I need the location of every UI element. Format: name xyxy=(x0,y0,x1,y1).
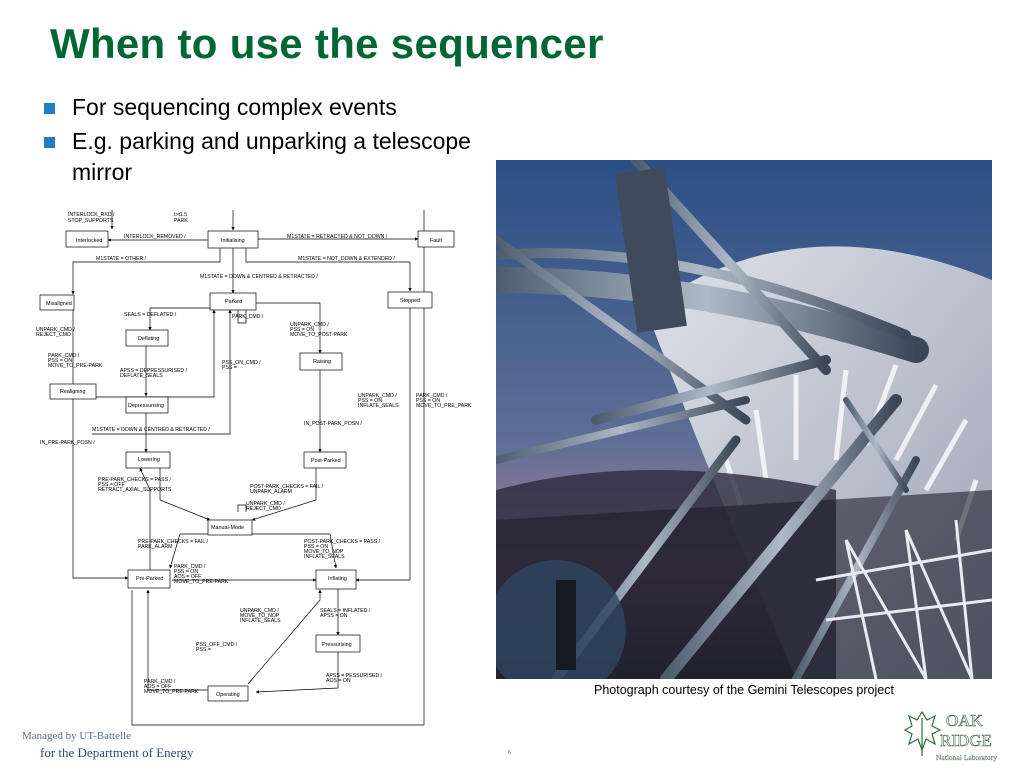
transition-label: PRE-PARK_CHECKS = PASS / xyxy=(98,477,171,483)
transition-label: MOVE_TO_PRE_PARK xyxy=(416,403,472,409)
state-deflating: Deflating xyxy=(138,336,159,342)
footer-managed-by: Managed by UT-Battelle xyxy=(22,730,131,742)
bullet-item: E.g. parking and unparking a telescope m… xyxy=(40,126,480,188)
transition-label: UNPARK_CMD / xyxy=(246,501,285,507)
transition-label: PARK_ALARM xyxy=(138,544,173,550)
state-raising: Raising xyxy=(313,359,331,365)
state-lowering: Lowering xyxy=(138,457,160,463)
state-manual-mode: Manual-Mode xyxy=(211,525,244,531)
transition-label: MOVE_TO_POST-PARK xyxy=(290,332,348,338)
transition-label: INTERLOCK_REMOVED / xyxy=(124,234,186,240)
transition-label: PSS = ON xyxy=(290,327,314,333)
transition-label: PSS = ON xyxy=(174,569,198,575)
transition-label: MOVE_TO_NOP xyxy=(240,613,280,619)
state-depressurising: Depressurising xyxy=(128,403,164,409)
leaf-icon xyxy=(904,710,942,756)
transition-label: IN_POST-PARK_POSN / xyxy=(304,421,362,427)
transition-label: MOVE_TO_PRE-PARK xyxy=(144,689,199,695)
transition-label: UNPARK_CMD / xyxy=(358,393,397,399)
transition-label: AOS = OFF xyxy=(174,574,201,580)
transition-label: PARK_CMD / xyxy=(416,393,448,399)
state-pressurising: Pressurising xyxy=(322,642,352,648)
transition-label: SEALS = INFLATED / xyxy=(320,608,371,614)
telescope-photo xyxy=(496,160,992,679)
square-bullet-icon xyxy=(44,137,55,148)
transition-label: APSS = ON xyxy=(320,613,348,619)
transition-label: PSS = ON xyxy=(48,358,72,364)
transition-label: UNPARK_CMD / xyxy=(240,608,279,614)
transition-label: PARK_CMD / xyxy=(48,353,80,359)
logo-ridge: RIDGE xyxy=(940,731,992,750)
state-parked: Parked xyxy=(225,299,242,305)
transition-label: POST-PARK_CHECKS = PASS / xyxy=(304,539,381,545)
footer-doe: for the Department of Energy xyxy=(40,745,194,760)
transition-label: SEALS = DEFLATED / xyxy=(124,312,177,318)
transition-label: UNPARK_CMD / xyxy=(290,322,329,328)
transition-label: MOVE_TO_NOP xyxy=(304,549,344,555)
transition-label: DEFLATE_SEALS xyxy=(120,373,163,379)
transition-label: INFLATE_SEALS xyxy=(304,554,345,560)
transition-label: MOVE_TO_PRE-PARK xyxy=(174,579,229,585)
bullet-item: For sequencing complex events xyxy=(40,92,480,123)
transition-label: PSS = ON xyxy=(358,398,382,404)
transition-label: M1STATE = NOT_DOWN & EXTENDED / xyxy=(298,256,395,262)
transition-label: PSS_OFF_CMD / xyxy=(196,642,238,648)
state-interlocked: Interlocked xyxy=(76,238,102,244)
state-inflating: Inflating xyxy=(328,576,347,582)
bullet-list: For sequencing complex events E.g. parki… xyxy=(40,92,480,191)
transition-label: PARK xyxy=(174,218,188,224)
transition-label: PSS_ON_CMD / xyxy=(222,360,261,366)
transition-label: M1STATE = DOWN & CENTRED & RETRACTED / xyxy=(200,274,318,280)
transition-label: PSS = xyxy=(222,365,237,371)
transition-label: APSS = DEPRESSURISED / xyxy=(120,368,188,374)
transition-label: IN_PRE-PARK_POSN / xyxy=(40,440,95,446)
page-number: 6 xyxy=(508,750,511,756)
transition-label: PARK_CMD / xyxy=(144,679,176,685)
bullet-text: For sequencing complex events xyxy=(72,94,397,120)
state-stopped: Stopped xyxy=(400,298,420,304)
transition-label: M1STATE = DOWN & CENTRED & RETRACTED / xyxy=(92,427,210,433)
transition-label: AOS = ON xyxy=(326,678,351,684)
oak-ridge-logo: OAK RIDGE National Laboratory xyxy=(904,710,997,762)
transition-label: PSS = ON xyxy=(416,398,440,404)
logo-national-laboratory: National Laboratory xyxy=(936,753,997,762)
transition-label: INFLATE_SEALS xyxy=(240,618,281,624)
state-realigning: Realigning xyxy=(60,389,85,395)
transition-label: REJECT_CMD xyxy=(246,506,281,512)
state-post-parked: Post-Parked xyxy=(311,458,341,464)
state-initialising: Initialising xyxy=(221,238,245,244)
state-misaligned: Misaligned xyxy=(46,301,72,307)
logo-oak: OAK xyxy=(946,711,984,730)
transition-label: RETRACT_AXIAL_SUPPORTS xyxy=(98,487,172,493)
transition-label: PARK_CMD / xyxy=(174,564,206,570)
state-operating: Operating xyxy=(216,692,240,698)
transition-label: AOS = OFF xyxy=(144,684,171,690)
state-machine-diagram: Interlocked Initialising Fault Misaligne… xyxy=(36,210,472,726)
transition-label: t>t1.5 xyxy=(174,212,187,218)
transition-label: M1STATE = OTHER / xyxy=(96,256,147,262)
transition-label: M1STATE = RETRACTED & NOT_DOWN / xyxy=(287,234,388,240)
transition-label: PARK_CMD / xyxy=(232,314,264,320)
slide-title: When to use the sequencer xyxy=(50,20,604,67)
photo-caption: Photograph courtesy of the Gemini Telesc… xyxy=(594,683,894,697)
transition-label: UNPARK_ALARM xyxy=(250,489,292,495)
state-fault: Fault xyxy=(430,238,442,244)
transition-label: UNPARK_CMD / xyxy=(36,327,75,333)
state-pre-parked: Pre-Parked xyxy=(136,576,163,582)
square-bullet-icon xyxy=(44,103,55,114)
transition-label: STOP_SUPPORTS xyxy=(68,218,114,224)
transition-label: MOVE_TO_PRE-PARK xyxy=(48,363,103,369)
transition-label: REJECT_CMD xyxy=(36,332,71,338)
bullet-text: E.g. parking and unparking a telescope m… xyxy=(72,128,471,185)
transition-label: PRE-PARK_CHECKS = FAIL / xyxy=(138,539,208,545)
transition-label: PSS = xyxy=(196,647,211,653)
transition-label: INFLATE_SEALS xyxy=(358,403,399,409)
transition-label: INTERLOCK_RXD / xyxy=(68,212,115,218)
transition-label: POST-PARK_CHECKS = FAIL / xyxy=(250,484,324,490)
transition-label: PSS = OFF xyxy=(98,482,125,488)
transition-label: APSS = PESSURISED / xyxy=(326,673,383,679)
transition-label: PSS = ON xyxy=(304,544,328,550)
